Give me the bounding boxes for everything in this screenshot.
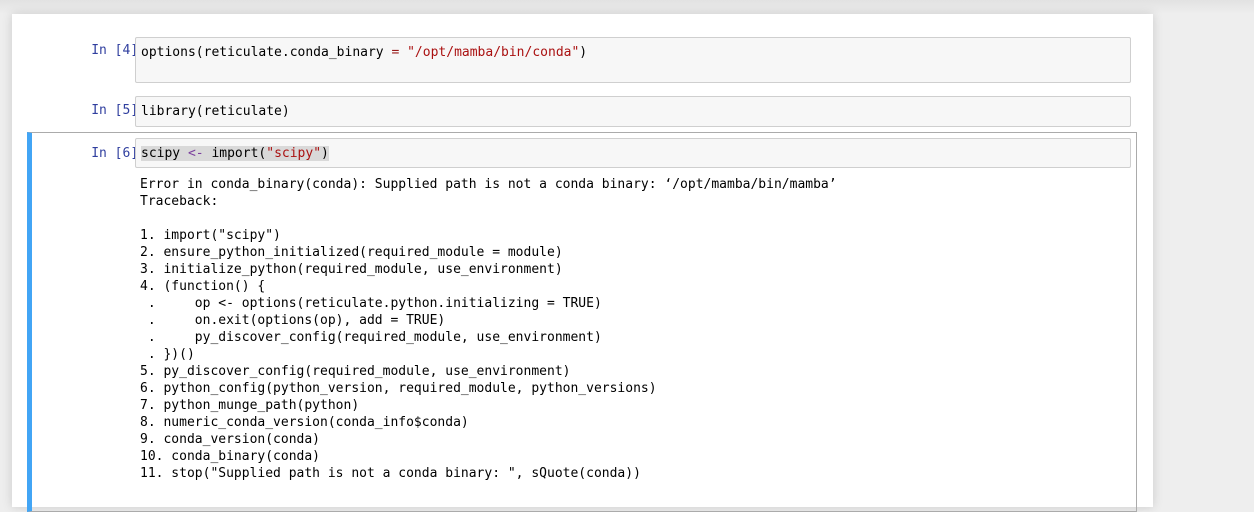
traceback-line: . py_discover_config(required_module, us…: [140, 330, 602, 345]
traceback-line: 9. conda_version(conda): [140, 432, 321, 447]
traceback-line: 11. stop("Supplied path is not a conda b…: [140, 466, 641, 481]
traceback-line: 3. initialize_python(required_module, us…: [140, 262, 563, 277]
traceback-line: Traceback:: [140, 194, 219, 209]
traceback-line: 5. py_discover_config(required_module, u…: [140, 364, 571, 379]
traceback-line: [140, 210, 1130, 227]
traceback-line: 7. python_munge_path(python): [140, 398, 360, 413]
cell-prompt: In [4]:: [91, 43, 146, 58]
cell-prompt: In [6]:: [91, 146, 146, 161]
top-shade: [0, 0, 1254, 14]
cell-prompt: In [5]:: [91, 103, 146, 118]
code-token-close: ): [321, 146, 329, 161]
code-input[interactable]: library(reticulate): [135, 96, 1131, 127]
code-selection: scipy <- import("scipy"): [141, 146, 329, 161]
code-token-fn: options(reticulate.conda_binary: [141, 45, 392, 60]
error-output: Error in conda_binary(conda): Supplied p…: [140, 176, 1130, 482]
code-input[interactable]: scipy <- import("scipy"): [135, 138, 1131, 168]
code-cell-6[interactable]: In [6]: scipy <- import("scipy") Error i…: [27, 132, 1137, 512]
code-token-operator: <-: [187, 146, 204, 161]
code-cell-4[interactable]: In [4]: options(reticulate.conda_binary …: [27, 32, 1137, 84]
code-token-string: "/opt/mamba/bin/conda": [407, 45, 580, 60]
notebook-container: In [4]: options(reticulate.conda_binary …: [12, 14, 1153, 512]
code-token-operator: =: [391, 45, 400, 60]
code-token-fn: import(: [203, 146, 267, 161]
traceback-line: 10. conda_binary(conda): [140, 449, 321, 464]
traceback-line: 8. numeric_conda_version(conda_info$cond…: [140, 415, 469, 430]
code-token-var: scipy: [141, 146, 188, 161]
traceback-line: 1. import("scipy"): [140, 228, 281, 243]
code-cell-5[interactable]: In [5]: library(reticulate): [27, 91, 1137, 127]
traceback-line: . })(): [140, 347, 195, 362]
code-input[interactable]: options(reticulate.conda_binary = "/opt/…: [135, 37, 1131, 83]
code-token-close: ): [579, 45, 588, 60]
traceback-line: 2. ensure_python_initialized(required_mo…: [140, 245, 563, 260]
traceback-line: . op <- options(reticulate.python.initia…: [140, 296, 602, 311]
traceback-line: 6. python_config(python_version, require…: [140, 381, 657, 396]
code-token-space: [399, 45, 407, 60]
traceback-line: 4. (function() {: [140, 279, 266, 294]
traceback-line: . on.exit(options(op), add = TRUE): [140, 313, 446, 328]
traceback-line: Error in conda_binary(conda): Supplied p…: [140, 177, 837, 192]
code-token-string: "scipy": [266, 146, 322, 161]
